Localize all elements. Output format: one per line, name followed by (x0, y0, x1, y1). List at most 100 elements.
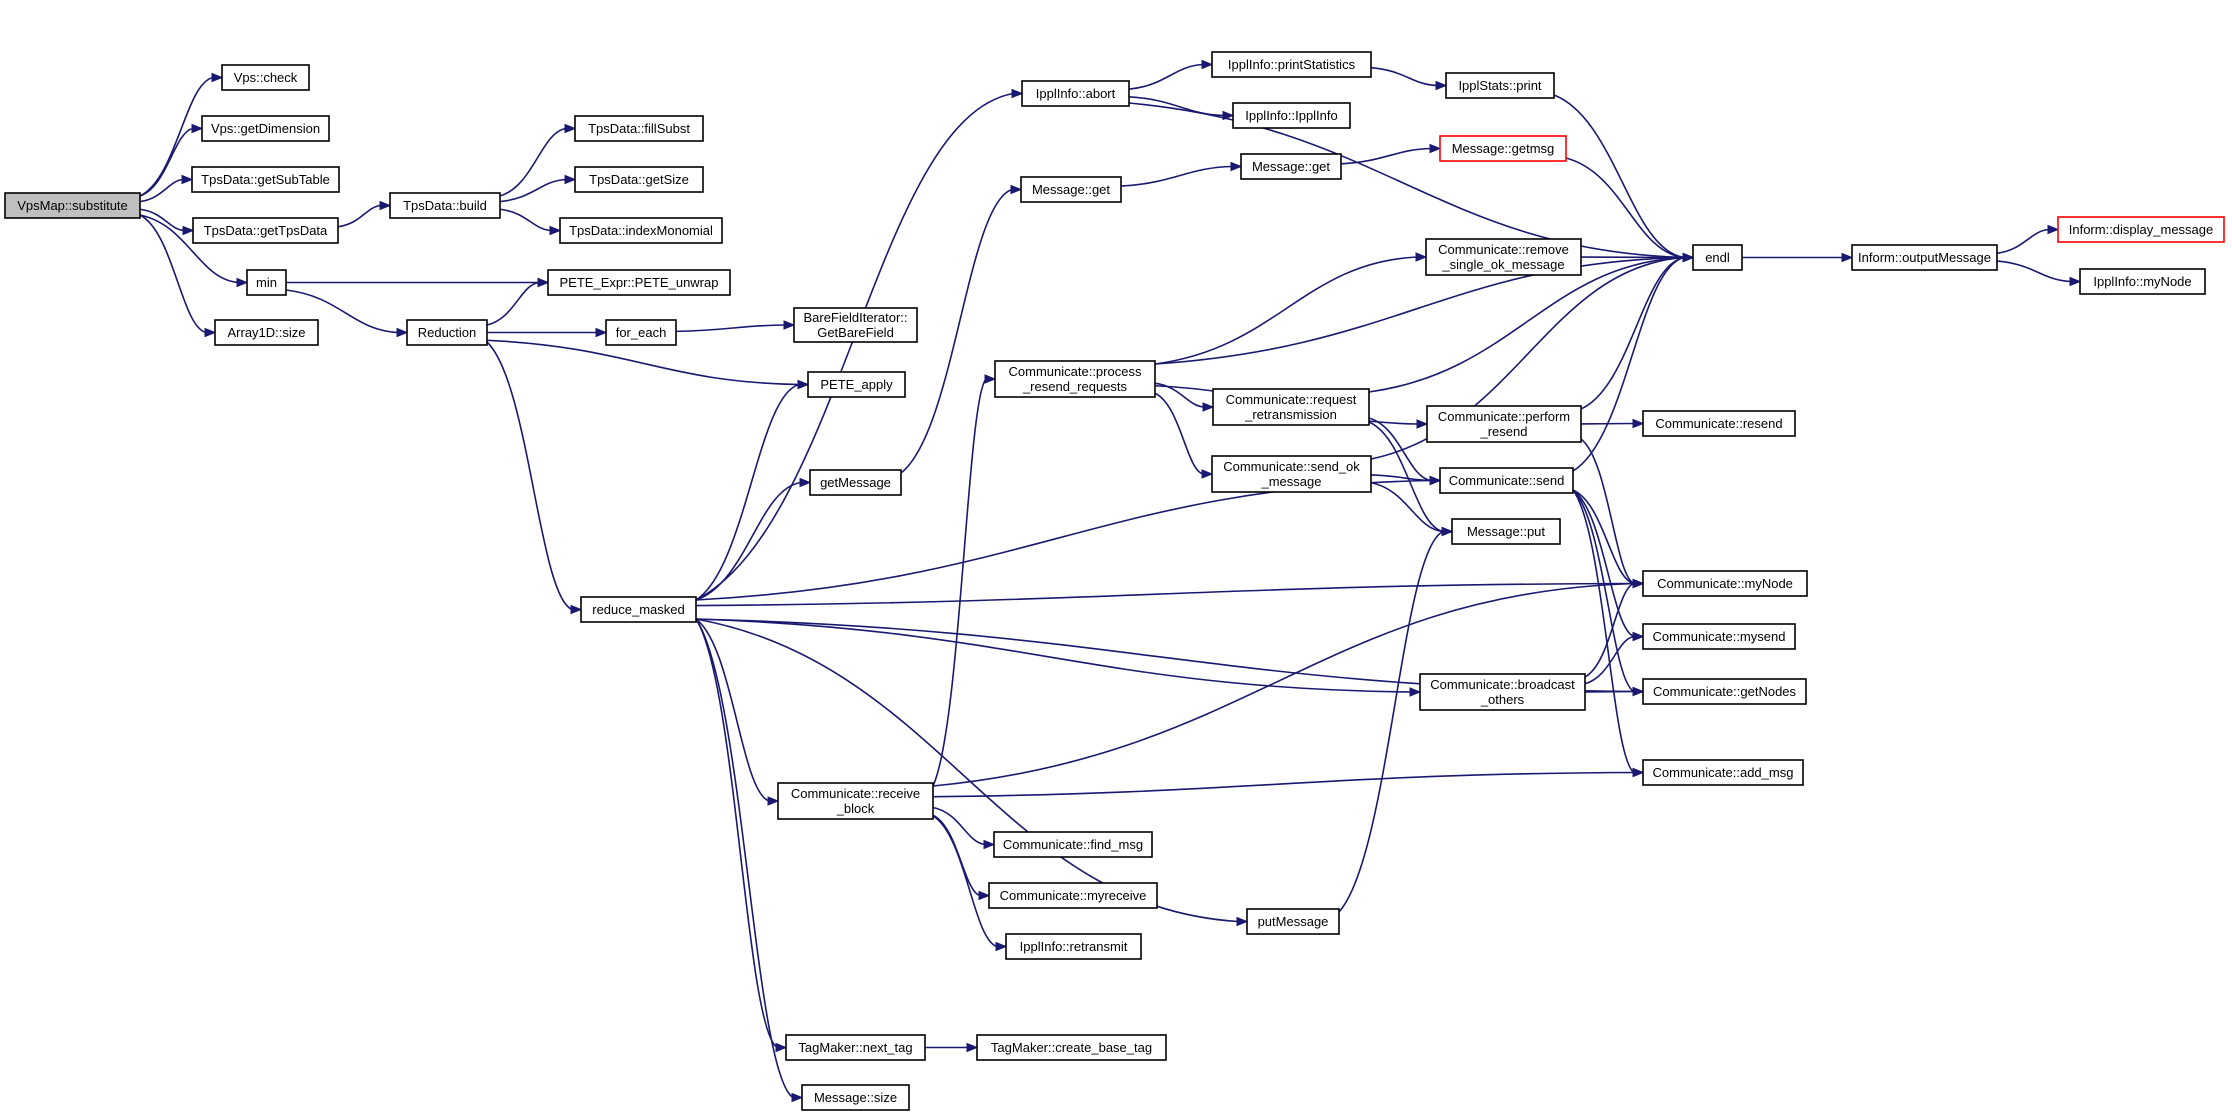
node-communicate-send[interactable]: Communicate::send (1439, 467, 1574, 494)
node-communicate-add-msg[interactable]: Communicate::add_msg (1642, 759, 1804, 786)
arrowhead (799, 477, 812, 488)
node-label: Array1D::size (227, 325, 305, 340)
arrowhead (966, 1042, 979, 1053)
node-label: Communicate::find_msg (1003, 837, 1143, 852)
edge-tpsdata-build-to-tpsdata-getsize (499, 178, 567, 203)
node-label: _resend_requests (1022, 379, 1128, 394)
node-box (976, 1034, 1167, 1061)
node-message-get-left[interactable]: Message::get (1020, 176, 1122, 203)
node-box (988, 882, 1158, 909)
node-communicate-broadcast-others[interactable]: Communicate::broadcast_others (1419, 673, 1586, 711)
node-message-put[interactable]: Message::put (1451, 518, 1561, 545)
node-ipplinfo-ipplinfo[interactable]: IpplInfo::IpplInfo (1232, 102, 1351, 129)
node-communicate-remove-single-ok-message[interactable]: Communicate::remove_single_ok_message (1425, 238, 1582, 276)
node-vps-check[interactable]: Vps::check (221, 64, 310, 91)
node-tagmaker-next-tag[interactable]: TagMaker::next_tag (785, 1034, 926, 1061)
node-box (1232, 102, 1351, 129)
node-tpsdata-getsubtable[interactable]: TpsData::getSubTable (191, 166, 340, 193)
node-label: TpsData::getSubTable (201, 172, 330, 187)
node-ipplinfo-mynode[interactable]: IpplInfo::myNode (2079, 268, 2206, 295)
node-label: Communicate::process (1009, 364, 1142, 379)
node-ipplinfo-printstatistics[interactable]: IpplInfo::printStatistics (1211, 51, 1372, 78)
node-communicate-myreceive[interactable]: Communicate::myreceive (988, 882, 1158, 909)
node-box (2057, 216, 2225, 243)
node-tpsdata-indexmonomial[interactable]: TpsData::indexMonomial (559, 217, 723, 244)
node-communicate-resend[interactable]: Communicate::resend (1642, 410, 1796, 437)
node-ipplinfo-retransmit[interactable]: IpplInfo::retransmit (1005, 933, 1142, 960)
node-inform-outputmessage[interactable]: Inform::outputMessage (1851, 244, 1998, 271)
node-tpsdata-fillsubst[interactable]: TpsData::fillSubst (574, 115, 704, 142)
arrowhead (1416, 419, 1429, 429)
node-communicate-mynode[interactable]: Communicate::myNode (1642, 570, 1808, 597)
node-vpsmap-substitute[interactable]: VpsMap::substitute (4, 192, 141, 219)
arrowhead (1632, 578, 1645, 589)
node-message-size[interactable]: Message::size (801, 1084, 910, 1111)
node-label: Inform::outputMessage (1858, 250, 1991, 265)
edge-communicate-send-ok-message-to-communicate-send (1370, 474, 1432, 482)
node-box (1851, 244, 1998, 271)
node-tpsdata-getsize[interactable]: TpsData::getSize (574, 166, 704, 193)
node-label: Message::size (814, 1090, 897, 1105)
edge-communicate-process-resend-requests-to-communicate-send-ok-message (1154, 392, 1204, 475)
node-communicate-request-retransmission[interactable]: Communicate::request_retransmission (1212, 388, 1370, 426)
node-label: Communicate::receive (791, 786, 920, 801)
node-box (793, 307, 918, 343)
node-communicate-find-msg[interactable]: Communicate::find_msg (993, 831, 1153, 858)
arrowhead (978, 890, 991, 901)
edge-reduce-masked-to-communicate-send (695, 479, 1432, 601)
node-label: GetBareField (817, 325, 894, 340)
node-message-get-right[interactable]: Message::get (1240, 153, 1342, 180)
edge-reduce-masked-to-message-size (695, 618, 794, 1099)
edge-ipplinfo-abort-to-ipplinfo-printstatistics (1128, 63, 1204, 90)
node-tagmaker-create-base-tag[interactable]: TagMaker::create_base_tag (976, 1034, 1167, 1061)
node-label: Communicate::mysend (1653, 629, 1786, 644)
node-reduction[interactable]: Reduction (406, 319, 488, 346)
node-putmessage[interactable]: putMessage (1246, 908, 1340, 935)
arrowhead (995, 941, 1008, 952)
node-ipplinfo-abort[interactable]: IpplInfo::abort (1021, 80, 1130, 107)
node-box (1642, 570, 1808, 597)
edge-inform-outputmessage-to-ipplinfo-mynode (1996, 260, 2072, 283)
node-box (580, 596, 697, 623)
node-communicate-receive-block[interactable]: Communicate::receive_block (777, 782, 934, 820)
node-communicate-send-ok-message[interactable]: Communicate::send_ok_message (1211, 455, 1372, 493)
node-box (547, 269, 731, 296)
edge-ipplinfo-printstatistics-to-ipplstats-print (1370, 66, 1438, 87)
node-getmessage[interactable]: getMessage (809, 469, 902, 496)
node-communicate-perform-resend[interactable]: Communicate::perform_resend (1426, 405, 1582, 443)
node-tpsdata-gettpsdata[interactable]: TpsData::getTpsData (192, 217, 339, 244)
node-vps-getdimension[interactable]: Vps::getDimension (201, 115, 330, 142)
arrowhead (1202, 402, 1215, 412)
arrowhead (1010, 184, 1023, 195)
node-tpsdata-build[interactable]: TpsData::build (389, 192, 501, 219)
node-label: _single_ok_message (1441, 257, 1564, 272)
edge-inform-outputmessage-to-inform-display-message (1996, 228, 2050, 255)
node-endl[interactable]: endl (1692, 244, 1743, 271)
node-pete-apply[interactable]: PETE_apply (807, 371, 906, 398)
arrowhead (1435, 80, 1448, 91)
node-box (994, 360, 1156, 398)
node-reduce-masked[interactable]: reduce_masked (580, 596, 697, 623)
node-box (1212, 388, 1370, 426)
arrowhead (1409, 687, 1422, 697)
node-ipplstats-print[interactable]: IpplStats::print (1445, 72, 1555, 99)
edge-communicate-send-to-endl (1572, 256, 1685, 472)
arrowhead (570, 604, 583, 615)
edge-vpsmap-substitute-to-tpsdata-getsubtable (139, 178, 184, 203)
arrowhead (181, 174, 194, 185)
node-label: BareFieldIterator:: (803, 310, 907, 325)
edge-message-get-right-to-message-getmsg (1340, 147, 1432, 165)
node-array1d-size[interactable]: Array1D::size (214, 319, 319, 346)
arrowhead (984, 374, 997, 384)
node-pete-expr-unwrap[interactable]: PETE_Expr::PETE_unwrap (547, 269, 731, 296)
node-inform-display-message[interactable]: Inform::display_message (2057, 216, 2225, 243)
node-min[interactable]: min (246, 269, 287, 296)
node-barefielditerator-getbarefield[interactable]: BareFieldIterator::GetBareField (793, 307, 918, 343)
node-message-getmsg[interactable]: Message::getmsg (1439, 135, 1567, 162)
node-label: Message::getmsg (1452, 141, 1555, 156)
node-communicate-mysend[interactable]: Communicate::mysend (1642, 623, 1796, 650)
node-label: Communicate::add_msg (1653, 765, 1794, 780)
node-communicate-getnodes[interactable]: Communicate::getNodes (1642, 678, 1807, 705)
node-for-each[interactable]: for_each (605, 319, 677, 346)
node-communicate-process-resend-requests[interactable]: Communicate::process_resend_requests (994, 360, 1156, 398)
